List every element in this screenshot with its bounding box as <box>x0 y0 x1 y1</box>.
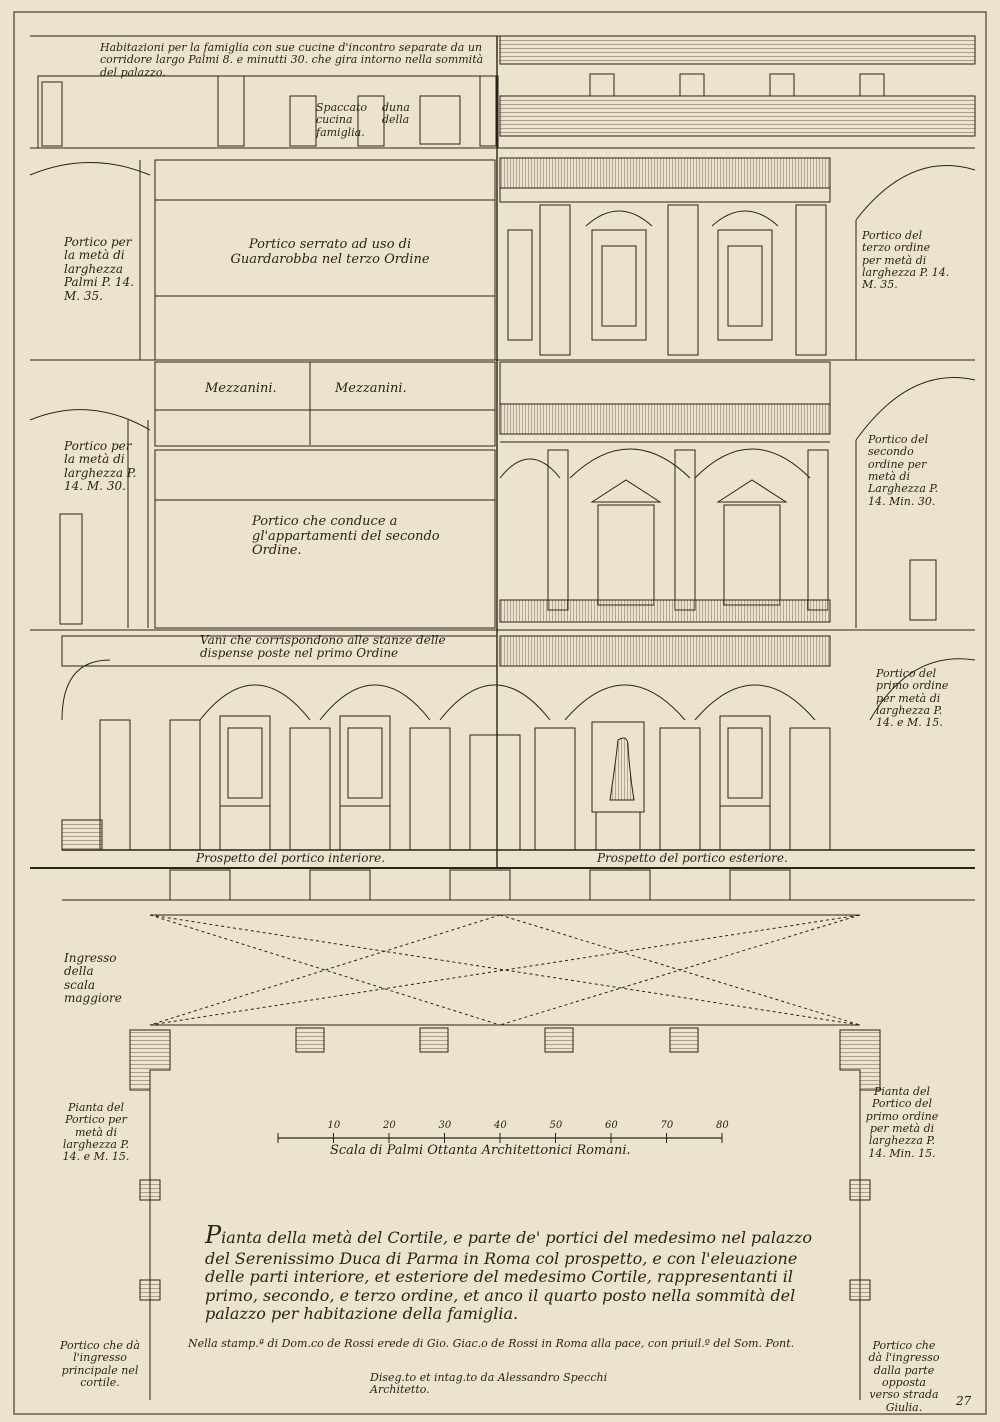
portico-ingresso-left-label: Portico che dà l'ingresso principale nel… <box>60 1339 140 1389</box>
scale-tick-label: 50 <box>549 1120 563 1131</box>
portico-terzo-left-label: Portico per la metà di larghezza Palmi P… <box>64 235 134 303</box>
prospetto-esteriore-label: Prospetto del portico esteriore. <box>597 851 788 865</box>
mezzanini-1-label: Mezzanini. <box>205 381 277 396</box>
plate-title: Pianta della metà del Cortile, e parte d… <box>205 1221 825 1324</box>
scale-tick-label: 70 <box>660 1120 674 1131</box>
portico-terzo-right-label: Portico del terzo ordine per metà di lar… <box>862 229 950 292</box>
duna-label: duna della <box>382 101 410 127</box>
famiglia-note: Habitazioni per la famiglia con sue cuci… <box>100 41 484 79</box>
prospetto-interiore-label: Prospetto del portico interiore. <box>196 851 386 865</box>
pianta-left-label: Pianta del Portico per metà di larghezza… <box>62 1101 130 1164</box>
scala-label: Scala di Palmi Ottanta Architettonici Ro… <box>330 1143 631 1158</box>
title-text: ianta della metà del Cortile, e parte de… <box>205 1228 812 1324</box>
portico-secondo-right-label: Portico del secondo ordine per metà di L… <box>868 433 939 508</box>
portico-conduce-label: Portico che conduce a gl'appartamenti de… <box>252 514 440 559</box>
scale-tick-label: 20 <box>383 1120 396 1131</box>
mezzanini-2-label: Mezzanini. <box>335 381 407 396</box>
disegno-credit: Diseg.to et intag.to da Alessandro Specc… <box>370 1371 608 1397</box>
scale-tick-label: 30 <box>438 1120 452 1131</box>
portico-secondo-left-label: Portico per la metà di larghezza P. 14. … <box>64 439 137 494</box>
stampa-credit: Nella stamp.ª di Dom.co de Rossi erede d… <box>188 1337 795 1350</box>
scale-tick-label: 80 <box>716 1120 729 1131</box>
plate-number: 27 <box>956 1394 972 1408</box>
portico-serrato-label: Portico serrato ad uso di Guardarobba ne… <box>230 237 430 267</box>
pianta-right-label: Pianta del Portico del primo ordine per … <box>865 1085 939 1160</box>
ingresso-scala-label: Ingresso della scala maggiore <box>64 951 122 1006</box>
scale-tick-label: 10 <box>327 1120 341 1131</box>
portico-ingresso-right-label: Portico che dà l'ingresso dalla parte op… <box>868 1339 940 1414</box>
scale-tick-label: 60 <box>605 1120 618 1131</box>
title-initial: P <box>205 1221 222 1249</box>
portico-primo-right-label: Portico del primo ordine per metà di lar… <box>876 667 949 730</box>
scale-tick-label: 40 <box>494 1120 507 1131</box>
vani-label: Vani che corrispondono alle stanze delle… <box>200 633 446 661</box>
spaccato-label: Spaccato cucina famiglia. <box>316 101 368 139</box>
